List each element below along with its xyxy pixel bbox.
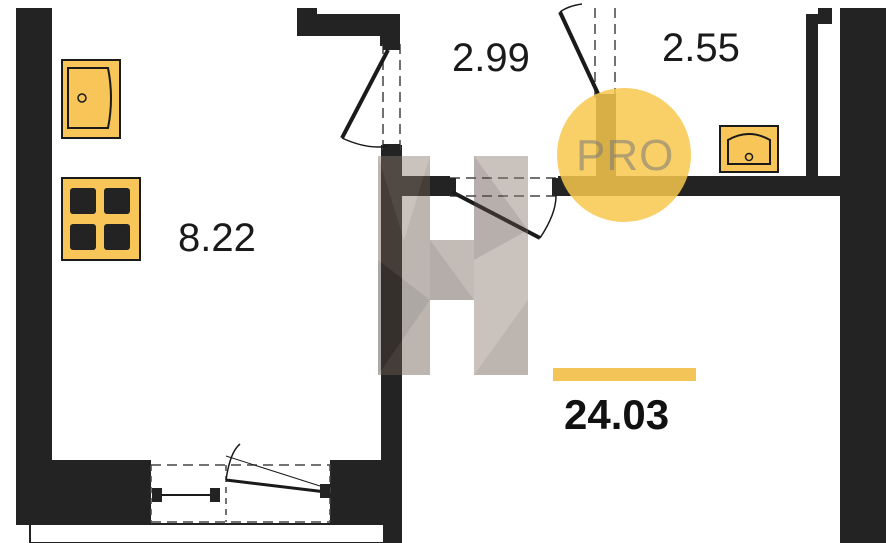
hall-door — [444, 177, 564, 240]
door-icon — [340, 49, 390, 139]
total-area-label: 24.03 — [564, 391, 670, 438]
pro-badge-text: PRO — [576, 131, 675, 180]
bottom-mid-wall — [330, 460, 402, 525]
bottom-left-wall — [16, 460, 151, 525]
top-right-stub — [818, 8, 832, 24]
kitchen-area-label: 8.22 — [178, 216, 256, 260]
kitchen-right-wall-upper — [381, 145, 402, 543]
sink-icon — [61, 59, 121, 139]
right-outer-wall — [840, 8, 886, 543]
wc-area-label: 2.55 — [662, 26, 740, 70]
bathroom-area-label: 2.99 — [452, 36, 530, 80]
top-wall-segment — [297, 14, 400, 36]
balcony-edge — [29, 523, 385, 543]
balcony-door — [150, 443, 331, 523]
watermark-logo — [378, 156, 528, 375]
left-outer-wall — [16, 8, 52, 468]
stove-icon — [61, 177, 141, 261]
bathroom-door — [340, 38, 401, 156]
area-accent-bar — [553, 368, 696, 381]
bath-bottom-wall — [400, 176, 450, 196]
wc-right-wall — [806, 14, 818, 194]
pro-badge — [557, 88, 691, 222]
washbasin-icon — [719, 125, 779, 173]
